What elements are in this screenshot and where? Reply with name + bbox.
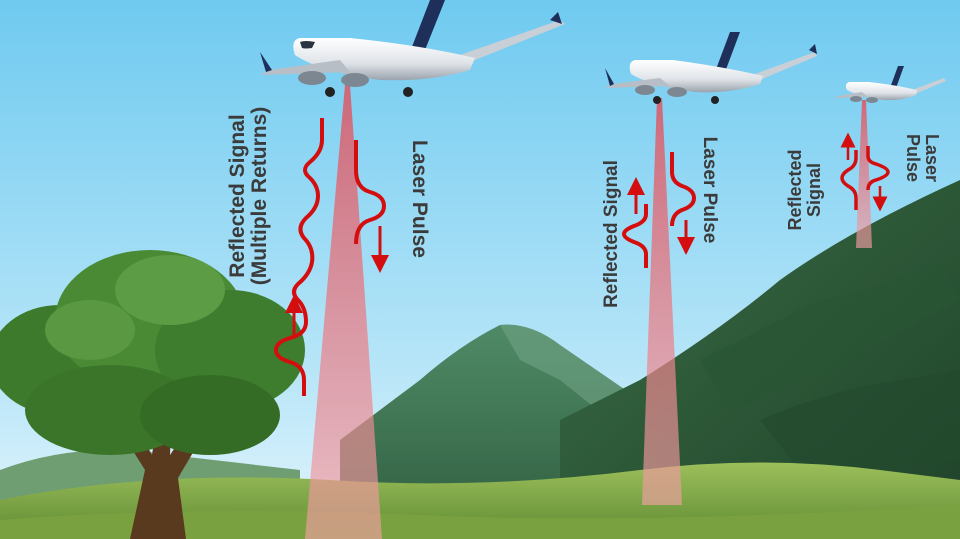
meadow-front [0, 505, 960, 539]
right-mountain-texture [700, 260, 960, 410]
laser-beam-1 [305, 85, 382, 539]
tree [0, 250, 305, 539]
reflected-signal-wave-3 [840, 150, 858, 210]
airplane-1 [260, 0, 565, 97]
reflected-signal-label-3-line1: Reflected [785, 149, 805, 231]
reflected-signal-label-1: Reflected Signal (Multiple Returns) [226, 98, 279, 294]
airplane-3 [834, 66, 946, 103]
laser-pulse-label-3-line2: Pulse [903, 133, 924, 183]
reflected-signal-label-1-line2: (Multiple Returns) [248, 106, 272, 286]
right-mountain-texture-2 [760, 370, 960, 470]
center-mountain-shade [500, 324, 640, 420]
reflected-signal-label-2: Reflected Signal [601, 160, 622, 308]
laser-pulse-label-3: Laser Pulse [897, 121, 942, 195]
laser-pulse-label-3-line1: Laser [922, 133, 942, 183]
laser-pulse-wave-3 [866, 146, 890, 191]
laser-pulse-wave-1 [354, 140, 387, 245]
laser-pulse-label-1: Laser Pulse [408, 140, 431, 258]
reflected-signal-wave-1 [273, 118, 324, 396]
laser-pulse-label-2: Laser Pulse [699, 136, 720, 244]
airplane-2 [605, 32, 817, 104]
laser-pulse-wave-2 [670, 152, 697, 227]
reflected-signal-label-1-line1: Reflected Signal [226, 114, 249, 278]
laser-beam-3 [856, 100, 872, 248]
reflected-signal-wave-2 [621, 204, 648, 268]
reflected-signal-label-3: Reflected Signal [785, 142, 830, 238]
reflected-signal-label-3-line2: Signal [803, 163, 824, 218]
laser-beam-2 [642, 98, 682, 505]
